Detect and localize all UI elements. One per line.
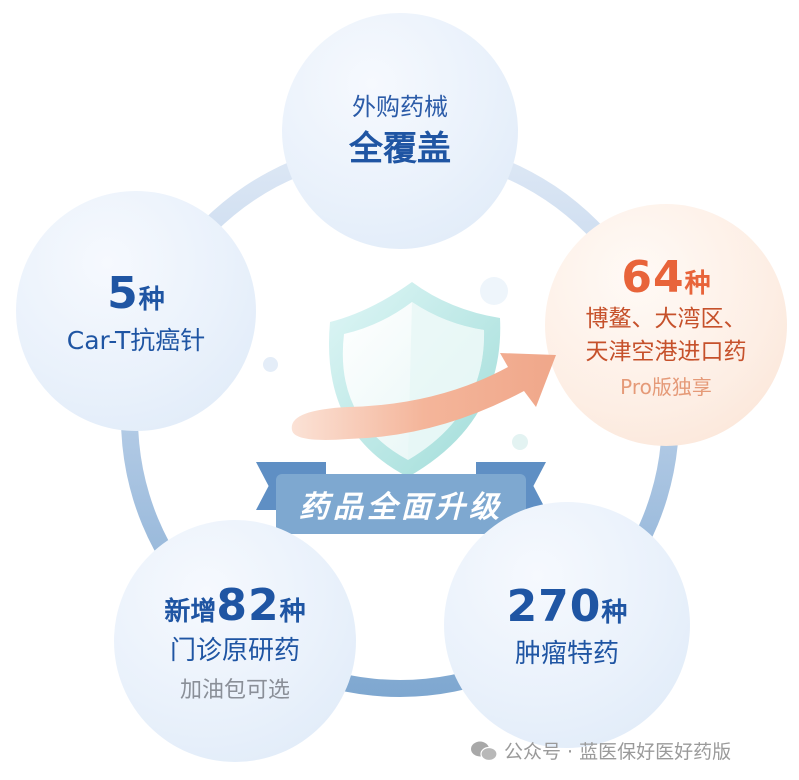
bubble-left-unit: 种 xyxy=(138,284,165,315)
wechat-icon xyxy=(471,741,498,761)
bubble-right-line3: 天津空港进口药 xyxy=(585,339,747,365)
bubble-top-line2: 全覆盖 xyxy=(349,128,451,169)
bubble-bottom-right-line2: 肿瘤特药 xyxy=(514,639,619,670)
center-banner: 药品全面升级 xyxy=(256,462,546,534)
bubble-bottom-right-count: 270种 xyxy=(507,579,628,634)
banner-label: 药品全面升级 xyxy=(276,474,526,534)
bubble-right: 64种 博鳌、大湾区、 天津空港进口药 Pro版独享 xyxy=(545,204,787,446)
decor-dot xyxy=(480,277,508,305)
bubble-right-line2: 博鳌、大湾区、 xyxy=(585,306,747,333)
bubble-left-count: 5种 xyxy=(107,266,165,321)
decor-dot xyxy=(512,434,528,450)
bubble-bottom-left-note: 加油包可选 xyxy=(179,678,290,703)
bubble-bottom-right-unit: 种 xyxy=(601,598,628,629)
bubble-bottom-left-unit: 种 xyxy=(279,596,306,627)
watermark-text: 公众号 · 蓝医保好医好药版 xyxy=(504,741,732,763)
bubble-bottom-left-line2: 门诊原研药 xyxy=(169,635,300,666)
bubble-bottom-right-number: 270 xyxy=(506,581,602,633)
bubble-right-unit: 种 xyxy=(684,269,711,300)
bubble-left-number: 5 xyxy=(107,267,139,319)
bubble-right-number: 64 xyxy=(621,252,685,304)
bubble-top: 外购药械 全覆盖 xyxy=(282,13,518,249)
bubble-bottom-left: 新增82种 门诊原研药 加油包可选 xyxy=(114,520,356,762)
bubble-bottom-right: 270种 肿瘤特药 xyxy=(444,502,690,748)
bubble-left-line2: Car-T抗癌针 xyxy=(66,325,206,355)
bubble-right-note: Pro版独享 xyxy=(620,374,712,399)
bubble-top-line1: 外购药械 xyxy=(352,92,448,121)
bubble-bottom-left-number: 82 xyxy=(216,579,280,631)
bubble-right-count: 64种 xyxy=(621,250,710,305)
bubble-bottom-left-prefix: 新增 xyxy=(164,596,217,627)
watermark: 公众号 · 蓝医保好医好药版 xyxy=(470,737,731,764)
bubble-left: 5种 Car-T抗癌针 xyxy=(16,191,256,431)
arrow-up-right-icon xyxy=(291,353,556,440)
bubble-bottom-left-count: 新增82种 xyxy=(164,578,305,633)
decor-dot xyxy=(263,357,278,372)
